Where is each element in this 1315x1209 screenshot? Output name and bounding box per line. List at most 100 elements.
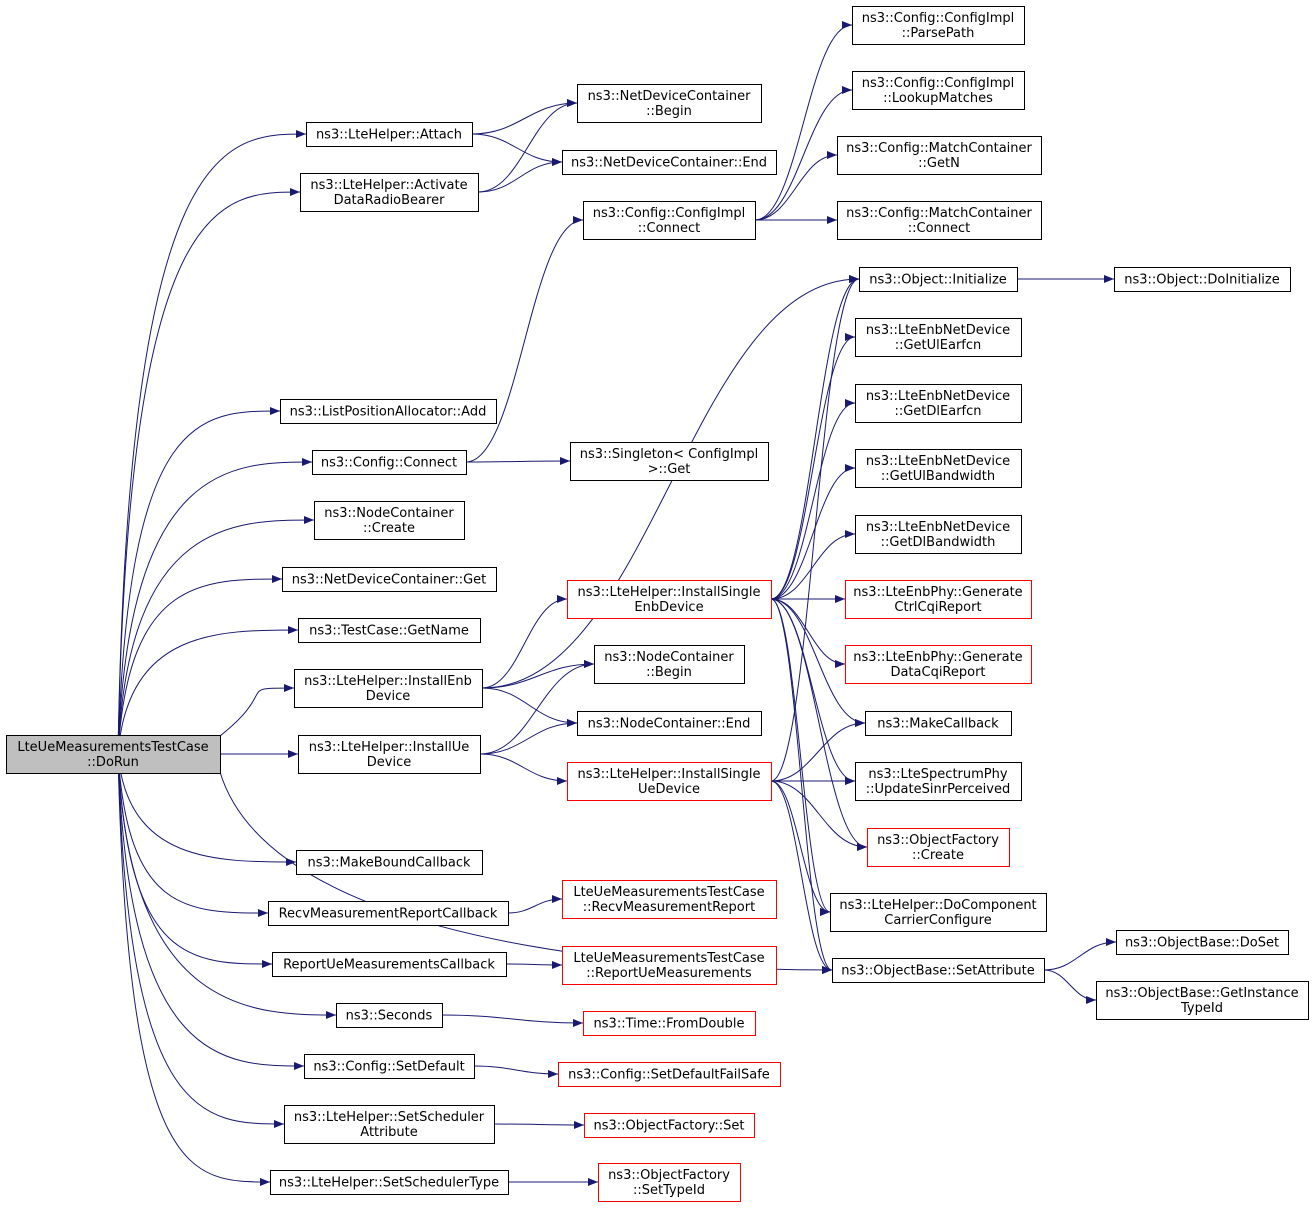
graph-node-objinit[interactable]: ns3::Object::Initialize [859, 267, 1018, 292]
node-box [855, 318, 1022, 357]
node-label: ns3::NodeContainer [324, 506, 454, 521]
graph-node-docomp[interactable]: ns3::LteHelper::DoComponentCarrierConfig… [830, 893, 1047, 932]
graph-node-recvreport[interactable]: LteUeMeasurementsTestCase::RecvMeasureme… [562, 880, 777, 919]
graph-node-updatesinr[interactable]: ns3::LteSpectrumPhy::UpdateSinrPerceived [855, 762, 1022, 801]
graph-node-setdefaultfs[interactable]: ns3::Config::SetDefaultFailSafe [558, 1062, 781, 1087]
node-label: ns3::LteEnbNetDevice [866, 323, 1010, 338]
node-label: RecvMeasurementReportCallback [279, 907, 498, 922]
graph-node-ofcreate[interactable]: ns3::ObjectFactory::Create [867, 828, 1010, 867]
graph-node-schedtype[interactable]: ns3::LteHelper::SetSchedulerType [270, 1170, 509, 1195]
graph-node-getdlbw[interactable]: ns3::LteEnbNetDevice::GetDlBandwidth [855, 515, 1022, 554]
node-box [562, 150, 777, 175]
graph-node-root[interactable]: LteUeMeasurementsTestCase::DoRun [6, 735, 221, 774]
node-label: ns3::NodeContainer [604, 650, 734, 665]
graph-node-getname[interactable]: ns3::TestCase::GetName [298, 618, 481, 643]
graph-node-reportcb[interactable]: ReportUeMeasurementsCallback [272, 952, 507, 977]
node-label: ns3::Seconds [346, 1009, 433, 1024]
graph-node-mcconnect[interactable]: ns3::Config::MatchContainer::Connect [837, 201, 1042, 240]
node-box [280, 399, 497, 424]
node-label: ns3::LteEnbNetDevice [866, 389, 1010, 404]
graph-edge-installsingleenb-to-ofcreate [770, 598, 868, 851]
graph-edge-attach-to-ndcbegin [471, 99, 578, 135]
graph-node-getulbw[interactable]: ns3::LteEnbNetDevice::GetUlBandwidth [855, 449, 1022, 488]
graph-node-attach[interactable]: ns3::LteHelper::Attach [306, 122, 473, 147]
node-box [268, 901, 509, 926]
graph-edge-cfgconnect-to-singletonget [465, 457, 571, 466]
node-box [304, 1054, 475, 1079]
node-box [577, 84, 762, 123]
graph-node-recvcb[interactable]: RecvMeasurementReportCallback [268, 901, 509, 926]
graph-node-implconnect[interactable]: ns3::Config::ConfigImpl::Connect [583, 201, 756, 240]
node-label: EnbDevice [634, 600, 703, 615]
node-box [562, 880, 777, 919]
graph-node-setdefault[interactable]: ns3::Config::SetDefault [304, 1054, 475, 1079]
graph-node-makecb[interactable]: ns3::MakeCallback [865, 711, 1012, 736]
graph-node-nccreate[interactable]: ns3::NodeContainer::Create [314, 501, 465, 540]
graph-edge-root-to-recvcb [117, 753, 269, 917]
graph-node-makebound[interactable]: ns3::MakeBoundCallback [296, 850, 483, 875]
graph-node-getdlearfcn[interactable]: ns3::LteEnbNetDevice::GetDlEarfcn [855, 384, 1022, 423]
node-box [1116, 930, 1289, 955]
node-box [312, 450, 467, 475]
graph-node-ncbegin[interactable]: ns3::NodeContainer::Begin [594, 645, 745, 684]
node-label: ::GetUlBandwidth [881, 469, 995, 484]
node-box [867, 828, 1010, 867]
node-box [298, 735, 481, 774]
node-label: ::Connect [638, 221, 701, 236]
graph-node-doset[interactable]: ns3::ObjectBase::DoSet [1116, 930, 1289, 955]
node-label: Device [366, 689, 410, 704]
graph-edge-installenb-to-ncend [481, 687, 578, 727]
graph-node-getulearfcn[interactable]: ns3::LteEnbNetDevice::GetUlEarfcn [855, 318, 1022, 357]
graph-node-listadd[interactable]: ns3::ListPositionAllocator::Add [280, 399, 497, 424]
graph-edge-implconnect-to-mcgetn [754, 151, 838, 221]
graph-node-mcgetn[interactable]: ns3::Config::MatchContainer::GetN [837, 136, 1042, 175]
node-label: ::GetDlEarfcn [894, 404, 981, 419]
graph-node-lookup[interactable]: ns3::Config::ConfigImpl::LookupMatches [852, 71, 1025, 110]
node-label: ns3::LteHelper::InstallSingle [578, 767, 761, 782]
node-box [859, 267, 1018, 292]
graph-node-ncend[interactable]: ns3::NodeContainer::End [577, 711, 762, 736]
graph-node-setattr[interactable]: ns3::ObjectBase::SetAttribute [832, 958, 1045, 983]
graph-node-fromdouble[interactable]: ns3::Time::FromDouble [583, 1011, 756, 1036]
graph-node-seconds[interactable]: ns3::Seconds [336, 1003, 443, 1028]
node-box [300, 173, 479, 212]
graph-node-parsepath[interactable]: ns3::Config::ConfigImpl::ParsePath [852, 6, 1025, 45]
graph-node-ndcbegin[interactable]: ns3::NetDeviceContainer::Begin [577, 84, 762, 123]
node-label: ns3::ObjectBase::SetAttribute [841, 964, 1035, 979]
node-label: ns3::LteEnbNetDevice [866, 454, 1010, 469]
graph-node-cfgconnect[interactable]: ns3::Config::Connect [312, 450, 467, 475]
node-box [298, 618, 481, 643]
node-label: ns3::ObjectFactory [608, 1168, 730, 1183]
graph-edge-installsingleenb-to-gendata [770, 598, 846, 668]
node-label: ReportUeMeasurementsCallback [283, 958, 495, 973]
graph-node-ofset[interactable]: ns3::ObjectFactory::Set [584, 1113, 755, 1138]
graph-node-ndcget[interactable]: ns3::NetDeviceContainer::Get [282, 567, 497, 592]
graph-edge-root-to-setdefault [117, 753, 305, 1070]
node-label: ::ReportUeMeasurements [586, 966, 752, 981]
graph-edge-root-to-attach [117, 130, 307, 755]
graph-edge-installue-to-ncend [479, 719, 578, 755]
node-label: ns3::Object::DoInitialize [1124, 273, 1280, 288]
node-box [845, 645, 1032, 684]
graph-node-singletonget[interactable]: ns3::Singleton< ConfigImpl>::Get [570, 442, 769, 481]
graph-edge-root-to-reportcb [117, 753, 273, 968]
graph-node-ndcend[interactable]: ns3::NetDeviceContainer::End [562, 150, 777, 175]
node-label: ns3::LteHelper::SetScheduler [294, 1110, 485, 1125]
graph-node-ofsettypeid[interactable]: ns3::ObjectFactory::SetTypeId [598, 1163, 741, 1202]
node-label: ns3::LteEnbNetDevice [866, 520, 1010, 535]
node-label: ::GetDlBandwidth [881, 535, 996, 550]
graph-node-reportue[interactable]: LteUeMeasurementsTestCase::ReportUeMeasu… [562, 946, 777, 985]
graph-edge-installsingleue-to-setattr [770, 780, 833, 974]
graph-node-doinit[interactable]: ns3::Object::DoInitialize [1114, 267, 1291, 292]
node-label: ns3::LteEnbPhy::Generate [853, 650, 1022, 665]
